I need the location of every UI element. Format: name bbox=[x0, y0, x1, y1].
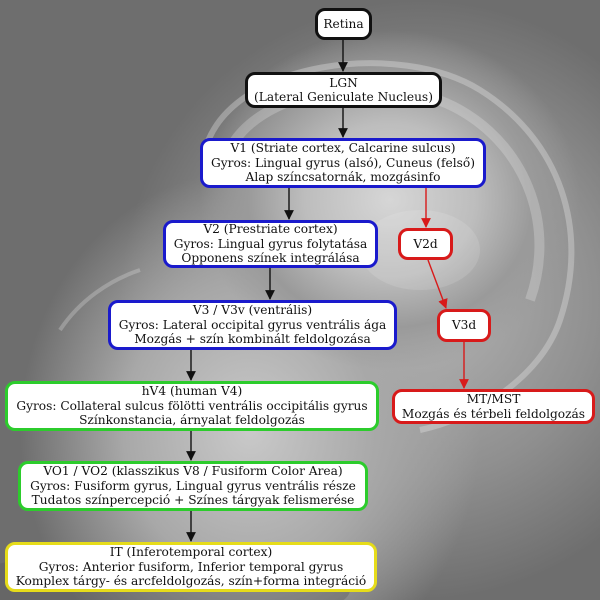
node-vo-line-3: Tudatos színpercepció + Színes tárgyak f… bbox=[31, 493, 355, 508]
node-v3-line-1: V3 / V3v (ventrális) bbox=[192, 303, 313, 318]
node-lgn: LGN(Lateral Geniculate Nucleus) bbox=[245, 72, 442, 108]
node-v1: V1 (Striate cortex, Calcarine sulcus)Gyr… bbox=[200, 138, 486, 188]
node-it: IT (Inferotemporal cortex)Gyros: Anterio… bbox=[5, 542, 377, 592]
node-hv4: hV4 (human V4)Gyros: Collateral sulcus f… bbox=[5, 381, 379, 431]
node-retina-line-1: Retina bbox=[323, 16, 364, 31]
node-v2-line-1: V2 (Prestriate cortex) bbox=[203, 222, 338, 237]
node-v3: V3 / V3v (ventrális)Gyros: Lateral occip… bbox=[108, 300, 397, 350]
node-hv4-line-3: Színkonstancia, árnyalat feldolgozás bbox=[79, 413, 305, 428]
node-v2: V2 (Prestriate cortex)Gyros: Lingual gyr… bbox=[163, 220, 378, 268]
node-v3-line-2: Gyros: Lateral occipital gyrus ventrális… bbox=[118, 317, 387, 332]
node-vo-line-2: Gyros: Fusiform gyrus, Lingual gyrus ven… bbox=[30, 478, 356, 493]
node-v3d-line-1: V3d bbox=[451, 318, 477, 333]
node-v2-line-2: Gyros: Lingual gyrus folytatása bbox=[173, 236, 368, 251]
node-it-line-1: IT (Inferotemporal cortex) bbox=[109, 545, 273, 560]
node-v2d-line-1: V2d bbox=[413, 236, 438, 251]
edge-v2d-to-v3d bbox=[427, 259, 448, 309]
node-lgn-line-2: (Lateral Geniculate Nucleus) bbox=[254, 90, 433, 104]
node-vo1-vo2: VO1 / VO2 (klasszikus V8 / Fusiform Colo… bbox=[18, 461, 368, 511]
node-it-line-3: Komplex tárgy- és arcfeldolgozás, szín+f… bbox=[15, 574, 367, 589]
node-v2-line-3: Opponens színek integrálása bbox=[181, 251, 360, 266]
node-v1-line-3: Alap színcsatornák, mozgásinfo bbox=[245, 170, 441, 185]
node-hv4-line-2: Gyros: Collateral sulcus fölötti ventrál… bbox=[16, 398, 368, 413]
node-v3-line-3: Mozgás + szín kombinált feldolgozása bbox=[134, 332, 371, 347]
node-hv4-line-1: hV4 (human V4) bbox=[141, 384, 243, 399]
node-mt-line-1: MT/MST bbox=[466, 392, 521, 406]
node-it-line-2: Gyros: Anterior fusiform, Inferior tempo… bbox=[38, 559, 344, 574]
node-vo-line-1: VO1 / VO2 (klasszikus V8 / Fusiform Colo… bbox=[43, 464, 343, 479]
node-v1-line-1: V1 (Striate cortex, Calcarine sulcus) bbox=[230, 141, 456, 156]
node-v3d: V3d bbox=[437, 309, 491, 342]
node-mt-line-2: Mozgás és térbeli feldolgozás bbox=[401, 406, 586, 421]
node-lgn-line-1: LGN bbox=[329, 75, 358, 90]
node-v2d: V2d bbox=[398, 228, 453, 260]
node-retina: Retina bbox=[315, 8, 372, 40]
node-v1-line-2: Gyros: Lingual gyrus (alsó), Cuneus (fel… bbox=[211, 155, 475, 170]
